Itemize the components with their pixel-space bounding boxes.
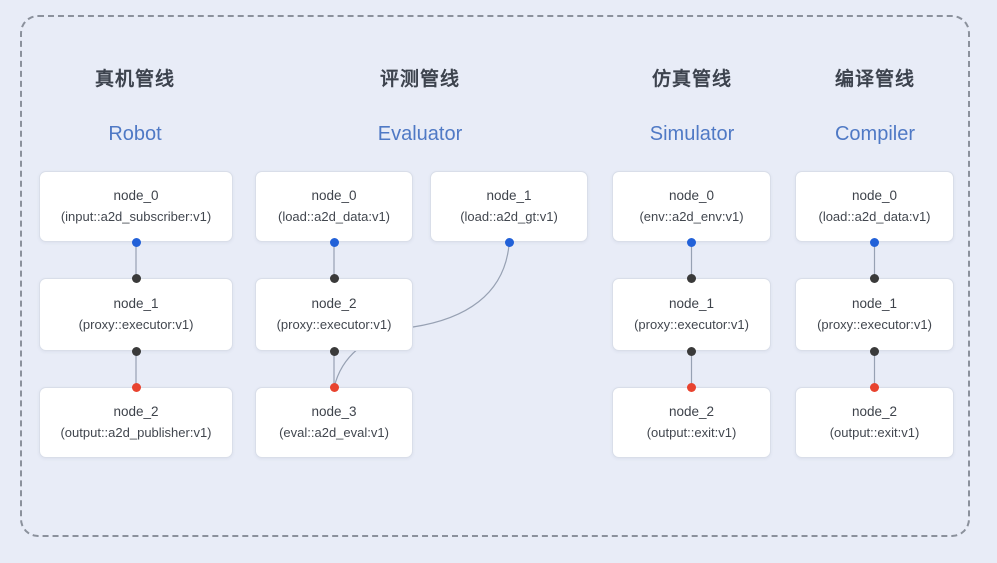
intermediate-port-dot-icon — [131, 346, 141, 356]
node-name: node_0 — [311, 188, 357, 203]
node-robot-1: node_1 (proxy::executor:v1) — [39, 278, 233, 351]
pipeline-title-en-simulator: Simulator — [649, 123, 735, 145]
edge-eval-1-3-curve — [334, 244, 510, 385]
node-name: node_2 — [311, 296, 357, 311]
node-name: node_0 — [668, 188, 715, 203]
intermediate-port-dot-icon — [870, 346, 879, 356]
final-port-dot-icon — [329, 382, 339, 392]
node-impl: (output::a2d_publisher:v1) — [60, 425, 212, 440]
node-impl: (proxy::executor:v1) — [276, 317, 392, 332]
intermediate-port-dot-icon — [329, 273, 339, 283]
node-eval-0: node_0 (load::a2d_data:v1) — [255, 171, 413, 242]
node-impl: (env::a2d_env:v1) — [639, 209, 744, 224]
node-name: node_3 — [311, 404, 357, 419]
dashed-border-frame — [20, 15, 970, 537]
pipeline-title-en-robot: Robot — [108, 123, 162, 145]
node-eval-2: node_2 (proxy::executor:v1) — [255, 278, 413, 351]
intermediate-port-dot-icon — [329, 346, 339, 356]
node-sim-0: node_0 (env::a2d_env:v1) — [612, 171, 771, 242]
node-name: node_1 — [486, 188, 532, 203]
node-impl: (proxy::executor:v1) — [817, 317, 932, 332]
intermediate-port-dot-icon — [870, 273, 879, 283]
node-name: node_1 — [113, 296, 159, 311]
node-name: node_2 — [668, 404, 715, 419]
pipeline-title-en-compiler: Compiler — [834, 123, 916, 145]
node-impl: (eval::a2d_eval:v1) — [279, 425, 389, 440]
intermediate-port-dot-icon — [131, 273, 141, 283]
source-port-dot-icon — [870, 237, 879, 247]
node-comp-0: node_0 (load::a2d_data:v1) — [795, 171, 954, 242]
final-port-dot-icon — [687, 382, 696, 392]
node-impl: (output::exit:v1) — [646, 425, 737, 440]
node-name: node_1 — [668, 296, 715, 311]
node-robot-2: node_2 (output::a2d_publisher:v1) — [39, 387, 233, 458]
node-comp-2: node_2 (output::exit:v1) — [795, 387, 954, 458]
node-eval-3: node_3 (eval::a2d_eval:v1) — [255, 387, 413, 458]
pipeline-title-zh-evaluator: 评测管线 — [379, 69, 460, 90]
node-impl: (proxy::executor:v1) — [78, 317, 194, 332]
pipeline-title-zh-simulator: 仿真管线 — [651, 69, 732, 90]
node-name: node_2 — [851, 404, 898, 419]
node-impl: (load::a2d_data:v1) — [277, 209, 391, 224]
node-comp-1: node_1 (proxy::executor:v1) — [795, 278, 954, 351]
pipeline-title-zh-compiler: 编译管线 — [834, 69, 915, 90]
source-port-dot-icon — [504, 237, 514, 247]
source-port-dot-icon — [687, 237, 696, 247]
source-port-dot-icon — [329, 237, 339, 247]
source-port-dot-icon — [131, 237, 141, 247]
pipeline-title-zh-robot: 真机管线 — [94, 69, 175, 90]
pipeline-title-en-evaluator: Evaluator — [377, 123, 463, 145]
node-sim-1: node_1 (proxy::executor:v1) — [612, 278, 771, 351]
intermediate-port-dot-icon — [687, 346, 696, 356]
node-impl: (proxy::executor:v1) — [634, 317, 749, 332]
node-name: node_2 — [113, 404, 159, 419]
final-port-dot-icon — [131, 382, 141, 392]
node-eval-1: node_1 (load::a2d_gt:v1) — [430, 171, 588, 242]
node-name: node_0 — [851, 188, 898, 203]
node-impl: (input::a2d_subscriber:v1) — [60, 209, 212, 224]
node-name: node_0 — [113, 188, 159, 203]
node-impl: (output::exit:v1) — [829, 425, 920, 440]
node-sim-2: node_2 (output::exit:v1) — [612, 387, 771, 458]
node-impl: (load::a2d_data:v1) — [818, 209, 931, 224]
final-port-dot-icon — [870, 382, 879, 392]
node-name: node_1 — [851, 296, 898, 311]
node-impl: (load::a2d_gt:v1) — [460, 209, 558, 224]
node-robot-0: node_0 (input::a2d_subscriber:v1) — [39, 171, 233, 242]
intermediate-port-dot-icon — [687, 273, 696, 283]
